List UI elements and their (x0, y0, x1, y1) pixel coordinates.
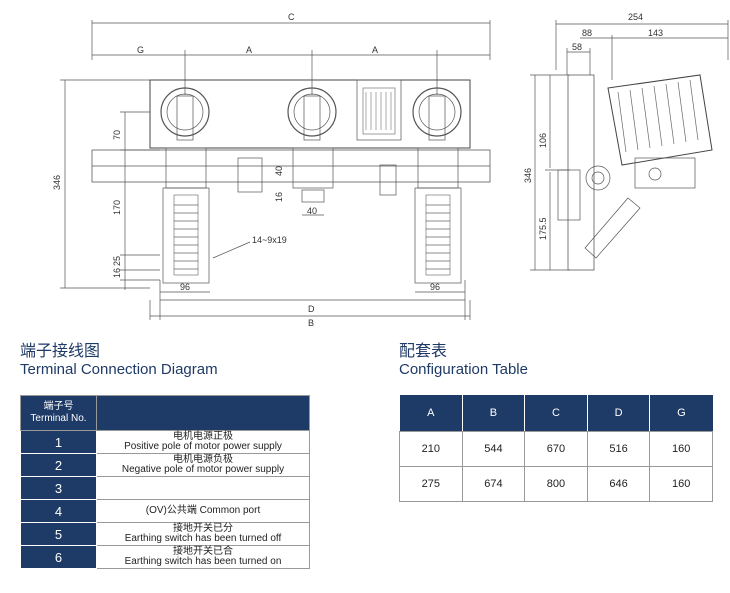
terminal-header-blank (96, 395, 310, 431)
config-header-a: A (399, 395, 463, 432)
dim-40-horizontal: 40 (307, 206, 317, 216)
terminal-no: 2 (20, 453, 97, 477)
terminal-header: 端子号 Terminal No. (20, 395, 97, 431)
table-row: 275 674 800 646 160 (399, 466, 713, 502)
dim-D: D (308, 304, 315, 314)
table-row: 4 (OV)公共端 Common port (20, 499, 310, 523)
desc-zh: 电机电源负极 (173, 454, 233, 465)
desc-en: Earthing switch has been turned on (124, 556, 282, 567)
terminal-no: 6 (20, 545, 97, 569)
config-cell: 674 (461, 466, 526, 502)
dim-A1: A (246, 45, 252, 55)
table-row: 3 (20, 476, 310, 500)
config-cell: 646 (586, 466, 651, 502)
technical-drawing: C G A A D B 346 70 170 40 16 40 16 25 96… (52, 12, 729, 328)
config-title-en: Configuration Table (399, 361, 528, 378)
config-cell: 544 (461, 431, 526, 467)
terminal-title-en: Terminal Connection Diagram (20, 361, 218, 378)
desc-zh: 电机电源正极 (173, 431, 233, 442)
terminal-desc (96, 476, 310, 500)
config-table: A B C D G 210 544 670 516 160 275 674 80… (399, 395, 713, 502)
config-header-b: B (461, 395, 525, 432)
config-cell: 670 (524, 431, 588, 467)
dim-G: G (137, 45, 144, 55)
terminal-title-zh: 端子接线图 (20, 343, 101, 360)
desc-zh: 接地开关已合 (173, 546, 233, 557)
config-cell: 160 (649, 431, 713, 467)
dim-C: C (288, 12, 295, 22)
terminal-no: 4 (20, 499, 97, 523)
desc-en: (OV)公共端 Common port (145, 505, 261, 516)
dim-16-vertical: 16 (274, 192, 284, 202)
dim-106: 106 (538, 133, 548, 148)
dim-16: 16 (112, 268, 122, 278)
config-cell: 800 (524, 466, 588, 502)
config-cell: 275 (399, 466, 463, 502)
terminal-header-zh: 端子号 (43, 401, 74, 412)
dim-A2: A (372, 45, 378, 55)
desc-en: Negative pole of motor power supply (121, 464, 285, 475)
table-row: 210 544 670 516 160 (399, 431, 713, 467)
terminal-no: 5 (20, 522, 97, 546)
dim-96-left: 96 (180, 282, 190, 292)
dim-170: 170 (112, 200, 122, 215)
dim-346: 346 (52, 175, 62, 190)
dim-254: 254 (628, 12, 643, 22)
dim-40-vertical: 40 (274, 166, 284, 176)
config-title-zh: 配套表 (399, 343, 448, 360)
config-section-title: 配套表 Configuration Table (399, 342, 528, 379)
desc-en: Earthing switch has been turned off (124, 533, 282, 544)
config-cell: 516 (586, 431, 651, 467)
dim-143: 143 (648, 28, 663, 38)
dim-25: 25 (112, 256, 122, 266)
dim-96-right: 96 (430, 282, 440, 292)
dim-175-5: 175.5 (538, 217, 548, 240)
config-header-c: C (524, 395, 588, 432)
desc-zh: 接地开关已分 (173, 523, 233, 534)
dim-B: B (308, 318, 314, 328)
terminal-no: 3 (20, 476, 97, 500)
config-cell: 210 (399, 431, 463, 467)
terminal-desc: (OV)公共端 Common port (96, 499, 310, 523)
terminal-no: 1 (20, 430, 97, 454)
dim-70: 70 (112, 130, 122, 140)
desc-en: Positive pole of motor power supply (124, 441, 282, 452)
config-header-g: G (649, 395, 713, 432)
config-cell: 160 (649, 466, 713, 502)
config-header-d: D (586, 395, 650, 432)
dim-346-right: 346 (523, 168, 533, 183)
dim-58: 58 (572, 42, 582, 52)
dim-88: 88 (582, 28, 592, 38)
terminal-section-title: 端子接线图 Terminal Connection Diagram (20, 342, 218, 379)
dim-hole: 14~9x19 (252, 235, 287, 245)
terminal-header-en: Terminal No. (30, 413, 87, 424)
